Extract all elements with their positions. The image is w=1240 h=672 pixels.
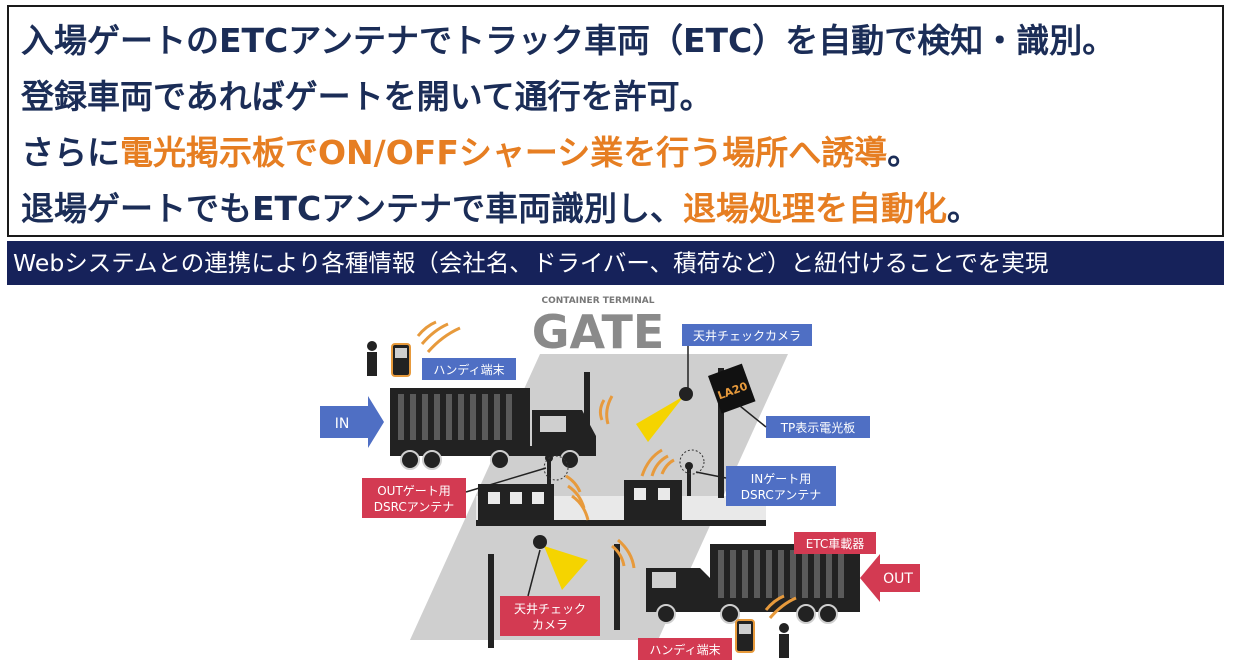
led-board-post: [718, 368, 724, 498]
in-arrow-label: IN: [335, 416, 350, 432]
ceiling-camera-beam-bottom: [544, 546, 588, 590]
handy-terminal-bottom-icon: [735, 619, 789, 658]
label-in-antenna: INゲート用 DSRCアンテナ: [726, 466, 836, 506]
svg-text:ハンディ端末: ハンディ端末: [649, 642, 720, 657]
line-4-suffix: 。: [946, 189, 980, 228]
label-handy-bottom: ハンディ端末: [638, 638, 732, 660]
leader-line: [465, 467, 547, 493]
svg-text:OUTゲート用: OUTゲート用: [377, 484, 451, 498]
header-small-text: CONTAINER TERMINAL: [541, 296, 654, 306]
tp-led-board: LA20: [708, 363, 756, 414]
label-tp-board: TP表示電光板: [766, 416, 870, 438]
leader-line: [527, 549, 541, 597]
gate-post: [488, 554, 494, 648]
line-3-suffix: 。: [887, 133, 921, 172]
line-4-prefix: 退場ゲートでもETCアンテナで車両識別し、: [21, 189, 683, 228]
booth-window: [532, 492, 544, 504]
out-antenna-pole: [547, 458, 551, 498]
description-line-3: さらに電光掲示板でON/OFFシャーシ業を行う場所へ誘導。: [21, 133, 920, 173]
svg-text:天井チェック: 天井チェック: [514, 602, 586, 616]
booth-window: [488, 492, 500, 504]
in-antenna-highlight: [679, 449, 705, 475]
in-dsrc-antenna-icon: [685, 462, 693, 470]
gate-post: [584, 372, 590, 442]
description-line-1: 入場ゲートのETCアンテナでトラック車両（ETC）を自動で検知・識別。: [21, 21, 1116, 60]
gate-booth-right: [624, 480, 682, 520]
svg-text:天井チェックカメラ: 天井チェックカメラ: [693, 329, 801, 343]
booth-window: [634, 488, 646, 500]
description-box: 入場ゲートのETCアンテナでトラック車両（ETC）を自動で検知・識別。 登録車両…: [7, 5, 1224, 237]
label-handy-top: ハンディ端末: [422, 358, 516, 380]
out-arrow-label: OUT: [883, 571, 913, 587]
gate-post: [614, 544, 620, 630]
line-3-prefix: さらに: [21, 133, 120, 172]
svg-text:ハンディ端末: ハンディ端末: [433, 362, 504, 377]
gate-diagram-svg: CONTAINER TERMINAL GATE: [320, 296, 920, 660]
handy-terminal-top-icon: [367, 341, 411, 377]
label-out-antenna: OUTゲート用 DSRCアンテナ: [362, 478, 466, 518]
in-arrow: IN: [320, 396, 384, 448]
out-arrow: OUT: [860, 554, 920, 602]
line-3-highlight: 電光掲示板でON/OFFシャーシ業を行う場所へ誘導: [120, 133, 888, 172]
booth-window: [658, 488, 670, 500]
integration-banner: Webシステムとの連携により各種情報（会社名、ドライバー、積荷など）と紐付けるこ…: [7, 241, 1224, 285]
svg-text:TP表示電光板: TP表示電光板: [780, 421, 856, 435]
description-line-4: 退場ゲートでもETCアンテナで車両識別し、退場処理を自動化。: [21, 189, 980, 229]
svg-text:カメラ: カメラ: [532, 618, 568, 632]
svg-text:INゲート用: INゲート用: [751, 472, 812, 486]
svg-text:DSRCアンテナ: DSRCアンテナ: [741, 488, 822, 502]
leader-line: [695, 471, 727, 479]
line-4-highlight: 退場処理を自動化: [682, 189, 947, 228]
label-ceiling-camera-bottom: 天井チェック カメラ: [500, 596, 600, 636]
svg-text:ETC車載器: ETC車載器: [806, 537, 865, 551]
label-etc-device: ETC車載器: [794, 532, 876, 554]
leader-line: [739, 405, 767, 428]
in-truck: [390, 388, 596, 470]
ceiling-camera-beam-top: [636, 396, 684, 442]
label-ceiling-camera-top: 天井チェックカメラ: [682, 324, 812, 346]
booth-window: [510, 492, 522, 504]
ceiling-camera-top-icon: [679, 387, 693, 401]
in-antenna-pole: [687, 466, 691, 496]
description-line-2: 登録車両であればゲートを開いて通行を許可。: [21, 77, 713, 116]
gate-barrier-bar: [476, 520, 766, 526]
header-gate-text: GATE: [532, 305, 665, 359]
ceiling-camera-bottom-icon: [533, 535, 547, 549]
radio-waves: [416, 320, 797, 619]
gate-diagram: CONTAINER TERMINAL GATE: [300, 288, 940, 668]
svg-text:DSRCアンテナ: DSRCアンテナ: [374, 500, 455, 514]
